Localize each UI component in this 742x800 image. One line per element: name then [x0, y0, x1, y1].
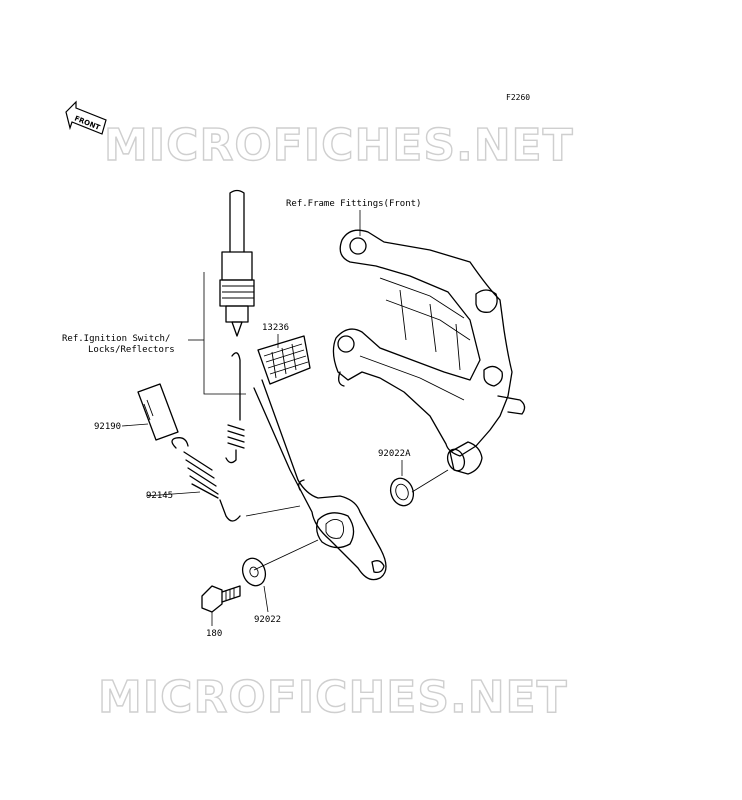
front-arrow-icon: FRONT: [65, 100, 107, 135]
washer-a-part-number: 92022A: [378, 449, 411, 459]
brake-switch-part: [219, 189, 255, 337]
washer-part: [241, 557, 267, 587]
watermark-top: MICROFICHES.NET: [104, 120, 574, 171]
washer-leader: [263, 585, 269, 613]
washer-part-number: 92022: [254, 615, 281, 625]
pedal-part-number: 13236: [262, 323, 289, 333]
assembly-line-3: [411, 469, 449, 493]
ignition-ref-label-1: Ref.Ignition Switch/: [62, 334, 170, 344]
bolt-part-number: 180: [206, 629, 222, 639]
diagram-code: F2260: [506, 93, 530, 102]
ignition-ref-bracket: [203, 272, 246, 395]
watermark-bottom: MICROFICHES.NET: [98, 672, 568, 723]
assembly-line-2: [253, 539, 319, 571]
sleeve-leader: [121, 423, 149, 427]
brake-pedal-part: [253, 335, 387, 581]
spring-part-number: 92145: [146, 491, 173, 501]
assembly-line-1: [245, 505, 301, 517]
bolt-part: [201, 585, 241, 613]
ignition-ref-label-2: Locks/Reflectors: [88, 345, 175, 355]
frame-fitting-part: [332, 229, 526, 457]
sleeve-part-number: 92190: [94, 422, 121, 432]
frame-ref-label: Ref.Frame Fittings(Front): [286, 199, 421, 209]
sleeve-part: [137, 383, 179, 441]
switch-spring-part: [225, 352, 245, 464]
pivot-collar-part: [446, 441, 483, 475]
washer-a-part: [389, 477, 415, 507]
return-spring-part: [171, 437, 241, 522]
spring-leader: [145, 491, 201, 497]
